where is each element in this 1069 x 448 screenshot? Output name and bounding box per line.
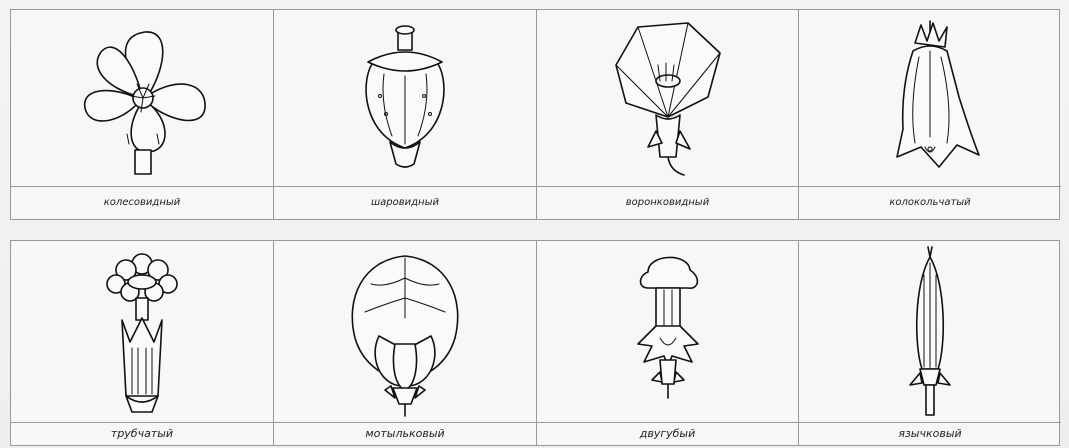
label-papilionaceous: мотыльковый [274,422,536,445]
label-rotate: колесовидный [11,186,273,219]
funnel-corolla-icon [537,10,798,188]
cell-bilabiate: двугубый [537,241,799,445]
corolla-table-row-2: трубчатый [10,240,1060,446]
label-bilabiate: двугубый [537,422,798,445]
label-globose: шаровидный [274,186,536,219]
cell-ligulate: язычковый [799,241,1061,445]
globose-corolla-icon [274,10,536,188]
cell-bell: колокольчатый [799,10,1061,219]
cell-papilionaceous: мотыльковый [274,241,537,445]
cell-globose: шаровидный [274,10,537,219]
rotate-corolla-icon [11,10,273,188]
papilionaceous-corolla-icon [274,241,536,424]
ligulate-corolla-icon [799,241,1061,424]
bilabiate-corolla-icon [537,241,798,424]
cell-tubular: трубчатый [11,241,274,445]
label-ligulate: язычковый [799,422,1061,445]
bell-corolla-icon [799,10,1061,188]
label-funnel: воронковидный [537,186,798,219]
label-bell: колокольчатый [799,186,1061,219]
tubular-corolla-icon [11,241,273,424]
cell-funnel: воронковидный [537,10,799,219]
label-tubular: трубчатый [11,422,273,445]
cell-rotate: колесовидный [11,10,274,219]
corolla-table-row-1: колесовидный [10,9,1060,220]
